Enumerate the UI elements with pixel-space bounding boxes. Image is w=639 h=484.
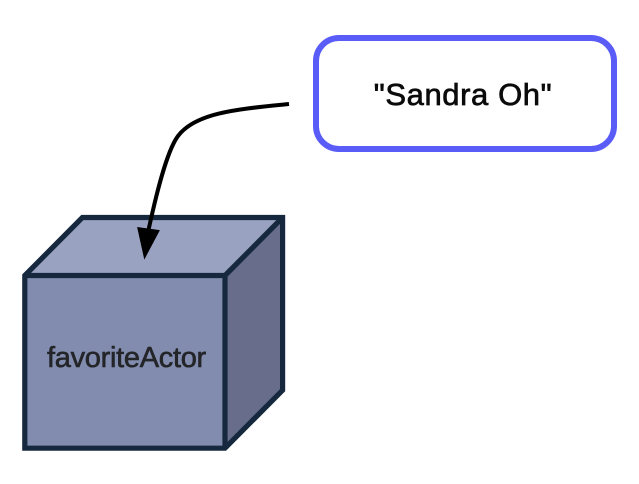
svg-text:"Sandra Oh": "Sandra Oh" xyxy=(374,77,553,112)
svg-text:favoriteActor: favoriteActor xyxy=(47,342,207,374)
